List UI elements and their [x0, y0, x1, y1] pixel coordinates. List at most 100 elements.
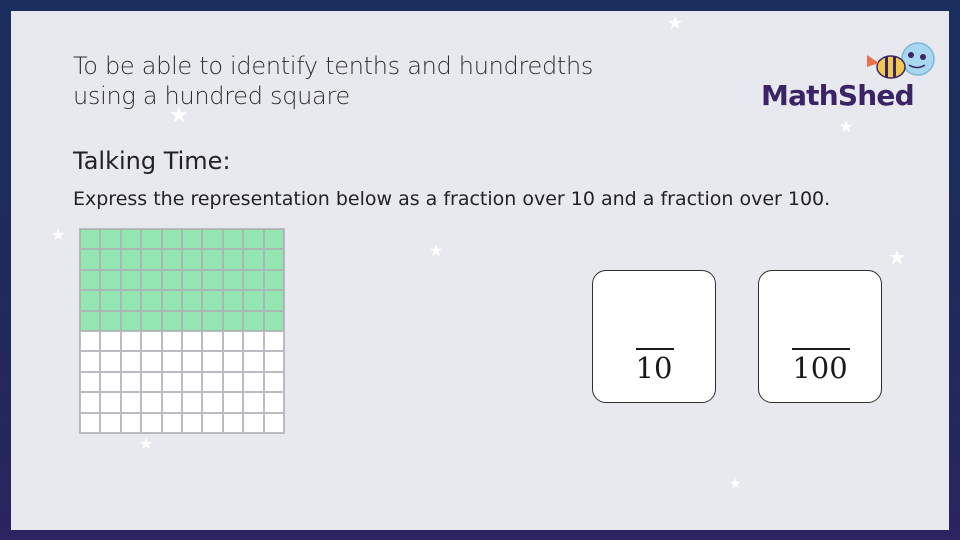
- unshaded-square: [80, 330, 101, 352]
- star-icon: ★: [169, 103, 189, 128]
- shaded-square: [80, 229, 101, 250]
- shaded-square: [100, 290, 121, 311]
- unshaded-square: [243, 351, 264, 372]
- unshaded-square: [141, 371, 162, 393]
- shaded-square: [141, 269, 162, 291]
- shaded-square: [202, 310, 223, 331]
- shaded-square: [243, 269, 264, 291]
- unshaded-square: [80, 412, 101, 433]
- fraction-bar: [792, 348, 850, 350]
- unshaded-square: [222, 392, 244, 413]
- unshaded-square: [161, 330, 182, 352]
- shaded-square: [222, 290, 244, 311]
- denominator-100: 100: [792, 351, 848, 385]
- shaded-square: [222, 229, 244, 250]
- shaded-square: [120, 269, 142, 291]
- shaded-square: [161, 229, 182, 250]
- shaded-square: [202, 229, 223, 250]
- shaded-square: [202, 290, 223, 311]
- shaded-square: [263, 269, 284, 291]
- shaded-square: [202, 249, 223, 270]
- shaded-square: [161, 290, 182, 311]
- shaded-square: [80, 290, 101, 311]
- shaded-square: [120, 310, 142, 331]
- unshaded-square: [141, 412, 162, 433]
- unshaded-square: [181, 392, 203, 413]
- unshaded-square: [222, 412, 244, 433]
- shaded-square: [161, 249, 182, 270]
- shaded-square: [120, 249, 142, 270]
- shaded-square: [243, 249, 264, 270]
- star-icon: ★: [429, 241, 444, 260]
- shaded-square: [161, 269, 182, 291]
- shaded-square: [141, 229, 162, 250]
- unshaded-square: [181, 371, 203, 393]
- shaded-square: [100, 269, 121, 291]
- shaded-square: [222, 249, 244, 270]
- objective-line-2: using a hundred square: [73, 82, 350, 110]
- shaded-square: [263, 249, 284, 270]
- unshaded-square: [263, 392, 284, 413]
- unshaded-square: [222, 371, 244, 393]
- unshaded-square: [141, 351, 162, 372]
- shaded-square: [181, 310, 203, 331]
- mathshed-logo: MathShed: [761, 37, 941, 117]
- shaded-square: [181, 229, 203, 250]
- fraction-box-tenths[interactable]: 10: [592, 270, 716, 403]
- shaded-square: [141, 310, 162, 331]
- unshaded-square: [120, 330, 142, 352]
- shaded-square: [181, 290, 203, 311]
- shaded-square: [161, 310, 182, 331]
- unshaded-square: [100, 351, 121, 372]
- unshaded-square: [80, 392, 101, 413]
- star-icon: ★: [51, 225, 66, 244]
- shaded-square: [181, 269, 203, 291]
- unshaded-square: [120, 371, 142, 393]
- unshaded-square: [141, 330, 162, 352]
- shaded-square: [100, 249, 121, 270]
- shaded-square: [243, 229, 264, 250]
- unshaded-square: [263, 371, 284, 393]
- unshaded-square: [161, 392, 182, 413]
- shaded-square: [263, 290, 284, 311]
- unshaded-square: [243, 392, 264, 413]
- unshaded-square: [243, 412, 264, 433]
- shaded-square: [80, 249, 101, 270]
- instruction-text: Express the representation below as a fr…: [73, 188, 831, 210]
- unshaded-square: [120, 392, 142, 413]
- fraction-bar: [636, 348, 674, 350]
- shaded-square: [80, 310, 101, 331]
- unshaded-square: [181, 330, 203, 352]
- logo-text: MathShed: [761, 79, 915, 112]
- unshaded-square: [263, 351, 284, 372]
- hundred-square: [79, 228, 285, 434]
- shaded-square: [263, 310, 284, 331]
- fraction-box-hundredths[interactable]: 100: [758, 270, 882, 403]
- unshaded-square: [263, 412, 284, 433]
- objective-line-1: To be able to identify tenths and hundre…: [73, 52, 594, 80]
- unshaded-square: [100, 412, 121, 433]
- unshaded-square: [120, 412, 142, 433]
- rocket-bee-icon: [867, 42, 935, 79]
- unshaded-square: [181, 412, 203, 433]
- shaded-square: [100, 310, 121, 331]
- unshaded-square: [202, 412, 223, 433]
- unshaded-square: [202, 351, 223, 372]
- unshaded-square: [100, 371, 121, 393]
- shaded-square: [202, 269, 223, 291]
- shaded-square: [80, 269, 101, 291]
- unshaded-square: [80, 351, 101, 372]
- unshaded-square: [161, 412, 182, 433]
- unshaded-square: [222, 330, 244, 352]
- denominator-10: 10: [635, 351, 673, 385]
- unshaded-square: [161, 351, 182, 372]
- shaded-square: [222, 269, 244, 291]
- shaded-square: [243, 290, 264, 311]
- unshaded-square: [243, 330, 264, 352]
- unshaded-square: [202, 392, 223, 413]
- unshaded-square: [202, 330, 223, 352]
- learning-objective: To be able to identify tenths and hundre…: [73, 51, 633, 111]
- unshaded-square: [263, 330, 284, 352]
- unshaded-square: [161, 371, 182, 393]
- shaded-square: [141, 249, 162, 270]
